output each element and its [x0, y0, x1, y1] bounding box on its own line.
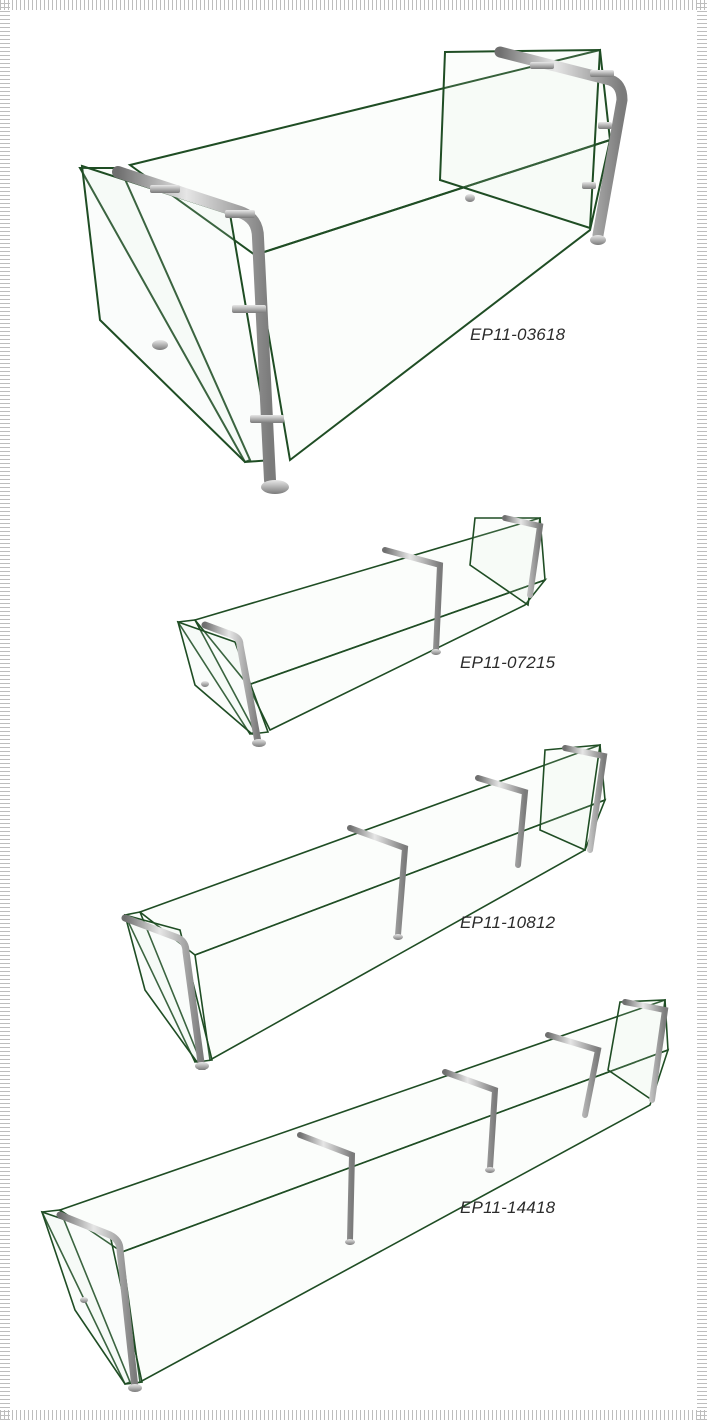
- ruler-bottom: [0, 1410, 707, 1420]
- product-code-3: EP11-10812: [460, 913, 556, 932]
- product-4: EP11-14418: [0, 990, 707, 1410]
- sneeze-guard-illustration-2: [176, 515, 548, 747]
- product-2: EP11-07215: [0, 510, 707, 750]
- ruler-right: [697, 0, 707, 1420]
- product-code-4: EP11-14418: [460, 1198, 556, 1217]
- product-1: EP11-03618: [0, 0, 707, 510]
- product-code-1: EP11-03618: [470, 325, 566, 344]
- ruler-top: [0, 0, 707, 10]
- product-3: EP11-10812: [0, 740, 707, 1070]
- sneeze-guard-illustration-3: [121, 743, 608, 1070]
- product-code-2: EP11-07215: [460, 653, 556, 672]
- sneeze-guard-illustration-4: [40, 998, 670, 1392]
- sneeze-guard-illustration-1: [78, 46, 628, 494]
- ruler-left: [0, 0, 10, 1420]
